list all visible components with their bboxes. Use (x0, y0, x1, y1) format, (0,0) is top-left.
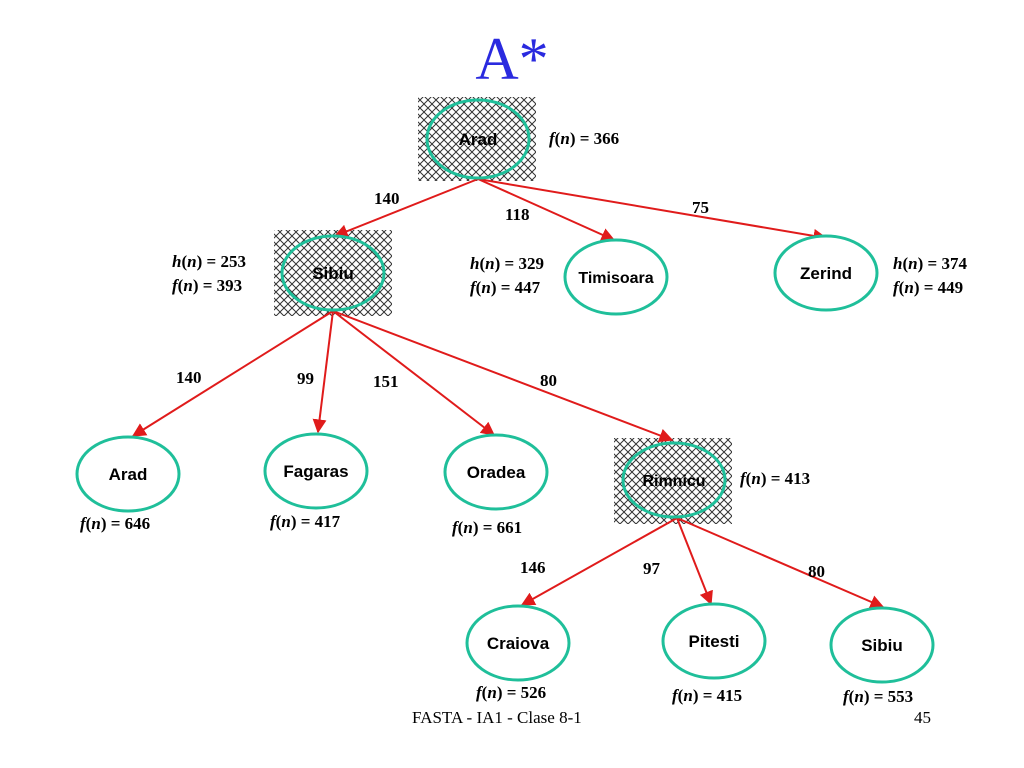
node-label-craiova: Craiova (487, 634, 550, 653)
expanded-marker-sibiu (274, 230, 392, 316)
node-fagaras: Fagaras (263, 432, 369, 510)
node-arad-root: Arad (425, 98, 531, 180)
f-label-fagaras: f(n) = 417 (270, 512, 341, 531)
edge-weight-sibiu-arad: 140 (176, 368, 202, 387)
h-value-sibiu: 253 (220, 252, 246, 271)
node-pitesti: Pitesti (661, 602, 767, 680)
h-label-timisoara: h(n) = 329 (470, 254, 544, 273)
node-label-pitesti: Pitesti (688, 632, 739, 651)
f-label-craiova: f(n) = 526 (476, 683, 547, 702)
edge-rimnicu-craiova (520, 517, 678, 606)
edge-sibiu-fagaras (312, 310, 334, 434)
node-label-arad-2: Arad (109, 465, 148, 484)
f-value-craiova: 526 (520, 683, 547, 702)
node-label-sibiu-2: Sibiu (861, 636, 903, 655)
edge-rimnicu-sibiu (676, 517, 885, 609)
f-value-fagaras: 417 (314, 512, 341, 531)
f-value-sibiu: 393 (216, 276, 243, 295)
edge-arad-zerind (477, 178, 828, 243)
edge-weight-rimnicu-pitesti: 97 (643, 559, 660, 578)
node-zerind: Zerind (773, 234, 879, 312)
node-label-sibiu: Sibiu (312, 264, 354, 283)
f-value-arad-root: 366 (593, 129, 620, 148)
f-label-rimnicu: f(n) = 413 (740, 469, 811, 488)
f-label-zerind: f(n) = 449 (893, 278, 964, 297)
f-value-arad-2: 646 (124, 514, 151, 533)
node-sibiu-2: Sibiu (829, 606, 935, 684)
node-sibiu: Sibiu (280, 234, 386, 312)
f-label-arad-2: f(n) = 646 (80, 514, 151, 533)
f-value-zerind: 449 (937, 278, 964, 297)
edge-sibiu-oradea (332, 310, 496, 436)
edge-sibiu-rimnicu (332, 310, 674, 443)
node-timisoara: Timisoara (563, 238, 669, 316)
f-label-sibiu-2: f(n) = 553 (843, 687, 914, 706)
edge-weight-sibiu-rimnicu: 80 (540, 371, 557, 390)
footer-text: FASTA - IA1 - Clase 8-1 (412, 708, 582, 727)
h-label-sibiu: h(n) = 253 (172, 252, 246, 271)
f-value-oradea: 661 (496, 518, 523, 537)
node-arad-2: Arad (75, 435, 181, 513)
edge-weight-rimnicu-craiova: 146 (520, 558, 546, 577)
edge-weight-sibiu-fagaras: 99 (297, 369, 314, 388)
node-label-arad-root: Arad (459, 130, 498, 149)
node-label-timisoara: Timisoara (578, 270, 653, 287)
h-label-zerind: h(n) = 374 (893, 254, 967, 273)
edge-sibiu-arad (131, 310, 334, 437)
f-value-sibiu-2: 553 (887, 687, 914, 706)
page-number: 45 (914, 708, 931, 727)
h-value-zerind: 374 (941, 254, 967, 273)
f-value-rimnicu: 413 (784, 469, 811, 488)
edge-rimnicu-pitesti (676, 517, 713, 606)
edge-weight-arad-sibiu: 140 (374, 189, 400, 208)
expanded-marker-arad-root (418, 97, 536, 181)
f-label-arad-root: f(n) = 366 (549, 129, 620, 148)
edge-arad-timisoara (477, 178, 616, 242)
node-craiova: Craiova (465, 604, 571, 682)
f-label-timisoara: f(n) = 447 (470, 278, 541, 297)
f-value-pitesti: 415 (716, 686, 743, 705)
edge-arad-sibiu (333, 178, 479, 238)
f-value-timisoara: 447 (514, 278, 541, 297)
node-label-rimnicu: Rimnicu (642, 473, 705, 490)
h-value-timisoara: 329 (518, 254, 544, 273)
edge-weight-arad-zerind: 75 (692, 198, 709, 217)
node-label-oradea: Oradea (467, 463, 526, 482)
node-oradea: Oradea (443, 433, 549, 511)
edge-weight-sibiu-oradea: 151 (373, 372, 399, 391)
edge-weight-arad-timisoara: 118 (505, 205, 530, 224)
expanded-marker-rimnicu (614, 438, 732, 524)
f-label-oradea: f(n) = 661 (452, 518, 523, 537)
slide-title: A* (475, 26, 549, 92)
node-label-zerind: Zerind (800, 264, 852, 283)
f-label-pitesti: f(n) = 415 (672, 686, 743, 705)
node-rimnicu: Rimnicu (621, 441, 727, 519)
f-label-sibiu: f(n) = 393 (172, 276, 243, 295)
edge-weight-rimnicu-sibiu: 80 (808, 562, 825, 581)
node-label-fagaras: Fagaras (283, 462, 348, 481)
